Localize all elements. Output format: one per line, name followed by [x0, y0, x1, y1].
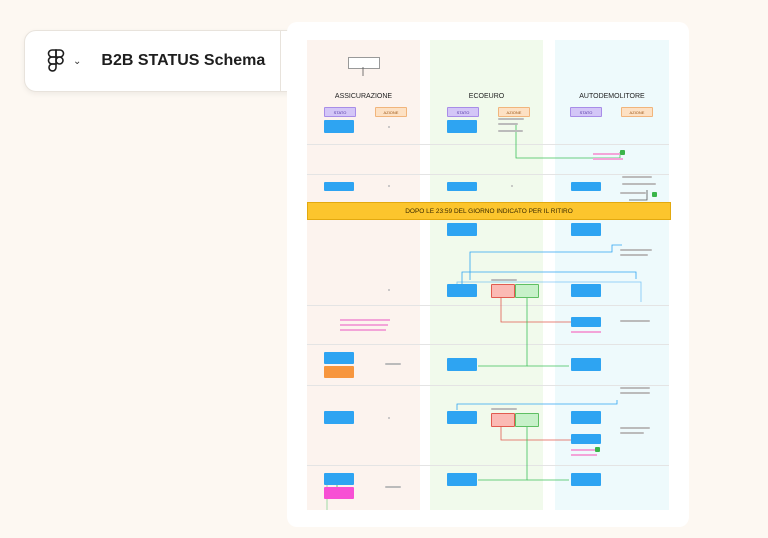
approve-box[interactable] [515, 413, 539, 427]
note-text [388, 417, 390, 419]
lane-title-ecoeuro: ECOEURO [468, 93, 505, 100]
annotation-text [571, 454, 597, 456]
status-box[interactable] [571, 411, 601, 424]
status-box[interactable] [324, 473, 354, 485]
status-box[interactable] [571, 223, 601, 236]
status-box[interactable] [571, 182, 601, 191]
azione-tag: AZIONE [498, 107, 530, 117]
azione-tag: AZIONE [375, 107, 407, 117]
lane-assicurazione [307, 40, 420, 510]
lane-title-autodemolitore: AUTODEMOLITORE [579, 93, 645, 100]
approve-box[interactable] [515, 284, 539, 298]
row-divider [307, 174, 669, 175]
note-text [385, 363, 401, 365]
annotation-text [593, 153, 623, 155]
annotation-text [593, 158, 623, 160]
stato-tag: STATO [447, 107, 479, 117]
stato-tag: STATO [324, 107, 356, 117]
note-text [622, 183, 656, 185]
row-divider [307, 465, 669, 466]
status-box[interactable] [447, 182, 477, 191]
status-box[interactable] [571, 434, 601, 444]
azione-tag: AZIONE [621, 107, 653, 117]
status-box[interactable] [447, 358, 477, 371]
lane-ecoeuro [430, 40, 543, 510]
note-text [388, 185, 390, 187]
note-text [388, 126, 390, 128]
status-box[interactable] [324, 411, 354, 424]
file-menu[interactable]: ⌄ B2B STATUS Schema [25, 31, 281, 91]
note-text [620, 427, 650, 429]
status-box[interactable] [447, 411, 477, 424]
chevron-down-icon[interactable]: ⌄ [73, 55, 82, 67]
row-divider [307, 305, 669, 306]
reject-box[interactable] [491, 413, 515, 427]
start-node[interactable] [348, 57, 380, 69]
annotation-text [340, 329, 386, 331]
file-title: B2B STATUS Schema [101, 52, 266, 69]
row-divider [307, 344, 669, 345]
note-text [498, 123, 518, 125]
note-text [620, 320, 650, 322]
annotation-text [571, 449, 597, 451]
reject-box[interactable] [491, 284, 515, 298]
status-box[interactable] [571, 473, 601, 486]
note-text [498, 130, 523, 132]
status-box[interactable] [324, 182, 354, 191]
note-text [620, 432, 644, 434]
thumbs-up-icon [652, 192, 657, 197]
status-box[interactable] [447, 284, 477, 297]
note-text [385, 486, 401, 488]
note-text [620, 387, 650, 389]
figma-logo-icon [47, 49, 65, 72]
row-divider [307, 144, 669, 145]
note-text [620, 254, 648, 256]
lane-title-assicurazione: ASSICURAZIONE [334, 93, 393, 100]
status-box[interactable] [571, 358, 601, 371]
note-text [622, 176, 652, 178]
note-text [511, 185, 513, 187]
status-box[interactable] [447, 120, 477, 133]
status-box[interactable] [571, 317, 601, 327]
note-text [491, 279, 517, 281]
deadline-banner: DOPO LE 23:59 DEL GIORNO INDICATO PER IL… [307, 202, 671, 220]
status-box[interactable] [571, 284, 601, 297]
status-box[interactable] [447, 473, 477, 486]
note-text [388, 289, 390, 291]
row-divider [307, 385, 669, 386]
diagram-canvas[interactable]: ASSICURAZIONE ECOEURO AUTODEMOLITORE STA… [287, 22, 689, 527]
note-text [620, 392, 650, 394]
thumbs-up-icon [620, 150, 625, 155]
status-box[interactable] [447, 223, 477, 236]
status-box-warning[interactable] [324, 366, 354, 378]
lane-autodemolitore [555, 40, 669, 510]
status-box-highlight[interactable] [324, 487, 354, 499]
annotation-text [340, 319, 390, 321]
status-box[interactable] [324, 120, 354, 133]
status-box[interactable] [324, 352, 354, 364]
note-text [491, 408, 517, 410]
note-text [620, 192, 646, 194]
stato-tag: STATO [570, 107, 602, 117]
annotation-text [340, 324, 388, 326]
note-text [620, 249, 652, 251]
thumbs-up-icon [595, 447, 600, 452]
annotation-text [571, 331, 601, 333]
note-text [498, 118, 524, 120]
